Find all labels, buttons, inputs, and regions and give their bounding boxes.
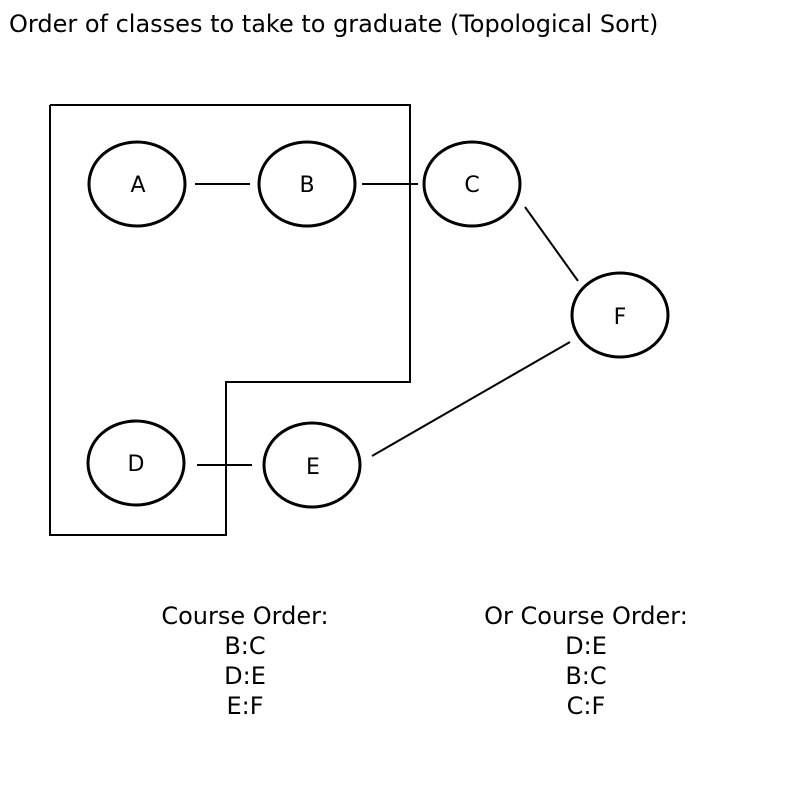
node-f: F bbox=[570, 271, 670, 359]
node-c: C bbox=[422, 140, 522, 228]
alt-course-order-item: D:E bbox=[565, 632, 607, 660]
alt-course-order-item: C:F bbox=[566, 692, 606, 720]
node-label: F bbox=[614, 305, 627, 330]
node-e: E bbox=[262, 421, 362, 509]
alt-course-order-list: Or Course Order: D:E B:C C:F bbox=[436, 601, 736, 721]
alt-course-order-item: B:C bbox=[565, 662, 607, 690]
node-label: B bbox=[299, 173, 314, 198]
course-order-heading: Course Order: bbox=[161, 602, 329, 630]
course-order-list: Course Order: B:C D:E E:F bbox=[95, 601, 395, 721]
course-order-item: B:C bbox=[224, 632, 266, 660]
node-label: C bbox=[464, 173, 479, 198]
edge-e-f bbox=[371, 341, 571, 457]
course-order-item: E:F bbox=[226, 692, 264, 720]
node-d: D bbox=[86, 419, 186, 507]
node-b: B bbox=[257, 140, 357, 228]
node-label: E bbox=[306, 455, 320, 480]
alt-course-order-heading: Or Course Order: bbox=[484, 602, 688, 630]
node-label: A bbox=[130, 173, 145, 198]
edge-c-f bbox=[524, 206, 579, 282]
group-outline bbox=[49, 104, 411, 536]
course-order-item: D:E bbox=[224, 662, 266, 690]
node-a: A bbox=[87, 140, 187, 228]
page-title: Order of classes to take to graduate (To… bbox=[9, 10, 659, 38]
node-label: D bbox=[128, 452, 145, 477]
